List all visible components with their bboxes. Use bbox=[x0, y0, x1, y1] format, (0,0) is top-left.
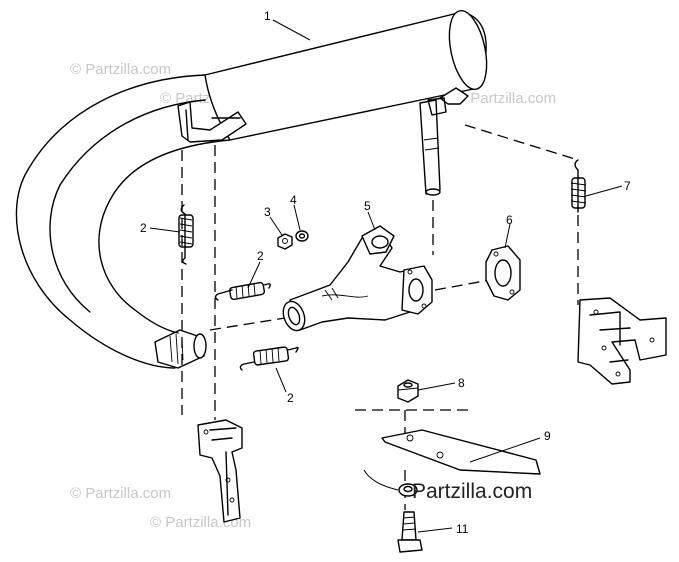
leader-lines bbox=[149, 19, 623, 533]
spring-right-part bbox=[570, 159, 587, 213]
callout-2-lower: 2 bbox=[287, 391, 294, 405]
spring-middle-part bbox=[214, 281, 271, 301]
watermark-main: Partzilla.com bbox=[412, 480, 532, 503]
y-pipe-part bbox=[282, 225, 433, 332]
spring-left-part bbox=[178, 204, 194, 265]
callout-5: 5 bbox=[364, 199, 371, 213]
nut-part bbox=[277, 233, 293, 250]
callout-4: 4 bbox=[290, 193, 297, 207]
callout-2-left: 2 bbox=[140, 221, 147, 235]
callout-7: 7 bbox=[624, 179, 631, 193]
plate-part bbox=[381, 429, 541, 475]
callout-11: 11 bbox=[456, 522, 469, 536]
watermark-bottom-left: © Partzilla.com bbox=[70, 485, 171, 502]
washer-part bbox=[295, 230, 309, 242]
gasket-part bbox=[485, 245, 521, 301]
frame-bracket-right-part bbox=[577, 297, 667, 385]
muffler-part bbox=[15, 10, 488, 369]
watermark-top-left: © Partzilla.com bbox=[70, 61, 171, 78]
callout-9: 9 bbox=[544, 429, 551, 443]
callout-3: 3 bbox=[264, 205, 271, 219]
spring-lower-part bbox=[239, 346, 299, 371]
callout-8: 8 bbox=[458, 376, 465, 390]
lock-nut-part bbox=[397, 379, 419, 403]
callout-2-middle: 2 bbox=[257, 249, 264, 263]
frame-bracket-left-part bbox=[197, 419, 243, 523]
watermark-top-right-2: © Partzilla.com bbox=[455, 90, 556, 107]
callout-6: 6 bbox=[506, 213, 513, 227]
washer-lower-part bbox=[398, 483, 418, 497]
callout-1: 1 bbox=[264, 9, 271, 23]
bolt-part bbox=[397, 511, 423, 553]
